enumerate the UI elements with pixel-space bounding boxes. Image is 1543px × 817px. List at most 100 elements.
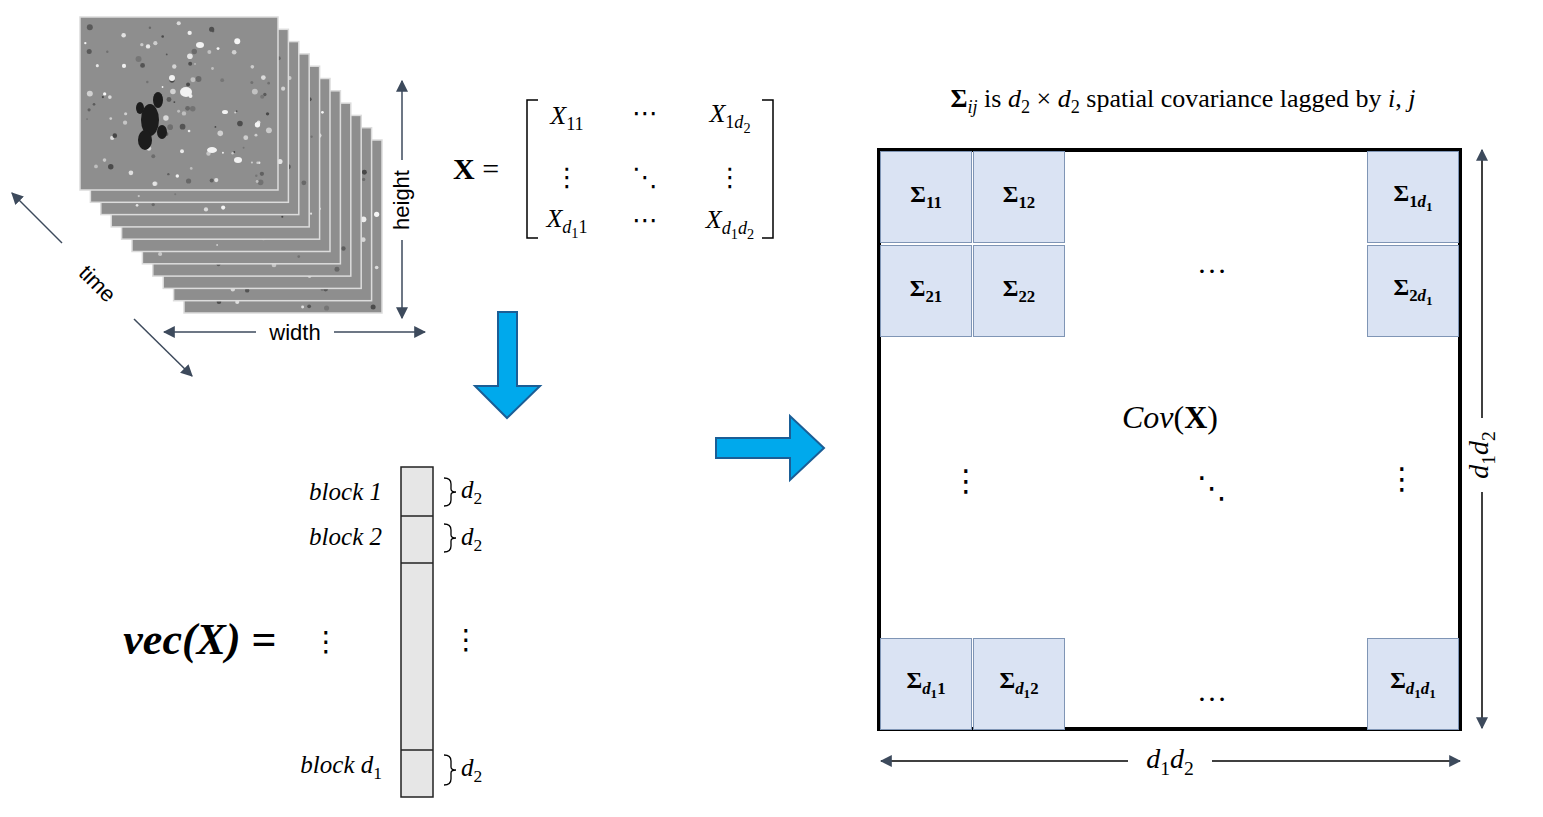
magnetogram-speck <box>255 175 258 178</box>
text-run: d <box>461 476 474 503</box>
block-size: d2 <box>461 754 482 787</box>
ellipsis: ⋮ <box>717 164 743 193</box>
axis-label: height <box>390 167 414 233</box>
text-run: 1 <box>1478 455 1499 465</box>
magnetogram-speck <box>129 170 134 175</box>
text-run: 1 <box>571 225 578 241</box>
magnetogram-speck <box>375 266 379 270</box>
brace <box>444 755 456 785</box>
text-run: 2 <box>743 120 750 136</box>
text-run: height <box>389 170 414 230</box>
block-label: block d1 <box>300 751 382 784</box>
text-run: ) <box>1207 399 1218 435</box>
magnetogram-speck <box>297 255 300 258</box>
covariance-block: Σ1d1 <box>1367 151 1459 243</box>
magnetogram-speck <box>190 77 195 82</box>
text-run: Σ <box>906 667 922 693</box>
magnetogram-speck <box>185 106 190 111</box>
magnetogram-speck <box>188 62 192 66</box>
matrix-name: X = <box>453 152 499 185</box>
magnetogram-speck <box>108 164 113 169</box>
block-divider <box>401 749 433 751</box>
text-run: d <box>461 523 474 550</box>
magnetogram-speck <box>210 178 214 182</box>
brace <box>444 478 456 506</box>
covariance-block: Σ11 <box>880 151 972 243</box>
text-run: 2 <box>1071 97 1080 117</box>
height-arrow <box>401 240 403 318</box>
text-run: 1 <box>725 112 734 132</box>
axis-label: width <box>266 321 323 345</box>
node-label: Σ22 <box>1003 275 1035 306</box>
text-run: time <box>74 260 121 307</box>
magnetogram-speck <box>362 170 367 175</box>
text-run: j <box>1408 84 1415 113</box>
dark-spot <box>153 92 163 108</box>
magnetogram-speck <box>234 38 240 44</box>
magnetogram-speck <box>190 106 195 111</box>
magnetogram-speck <box>152 181 156 185</box>
magnetogram-speck <box>260 172 264 176</box>
magnetogram-speck <box>188 130 191 133</box>
magnetogram-speck <box>84 42 86 44</box>
matrix-entry: X1d2 <box>709 100 750 137</box>
text-run: 11 <box>566 114 584 134</box>
magnetogram-speck <box>186 178 191 183</box>
text-run: d <box>1015 679 1023 698</box>
text-run: d <box>1418 286 1426 305</box>
text-run: 2 <box>1030 679 1038 698</box>
magnetogram-speck <box>166 53 168 55</box>
ellipsis: … <box>1197 246 1227 279</box>
magnetogram-speck <box>256 180 259 183</box>
text-run: 2 <box>474 766 483 786</box>
magnetogram-speck <box>172 64 176 68</box>
text-run: Σ <box>950 84 967 113</box>
text-run: ⋯ <box>632 99 658 128</box>
magnetogram-speck <box>324 305 329 310</box>
magnetogram-speck <box>310 136 312 138</box>
text-run: d <box>562 217 571 237</box>
ellipsis: ⋯ <box>632 100 658 129</box>
magnetogram-speck <box>281 87 285 91</box>
magnetogram-speck <box>204 207 208 211</box>
text-run: , <box>1395 84 1408 113</box>
magnetogram-speck <box>106 50 108 52</box>
text-run: block 1 <box>309 478 382 505</box>
node-label: Σ2d1 <box>1393 274 1432 309</box>
magnetogram-speck <box>321 111 324 114</box>
text-run: X <box>706 205 722 234</box>
magnetogram-speck <box>136 56 142 62</box>
text-run: 1 <box>1409 192 1417 211</box>
covariance-block: Σd1d1 <box>1367 638 1459 730</box>
text-run: 11 <box>926 193 942 212</box>
text-run: 2 <box>474 488 483 508</box>
text-run: Σ <box>1393 274 1409 300</box>
node-label: Σ1d1 <box>1393 180 1432 215</box>
text-run: d <box>922 679 930 698</box>
magnetogram-speck <box>192 49 197 54</box>
frame-background <box>80 17 278 190</box>
bright-spot <box>222 110 228 114</box>
text-run: 1 <box>1414 686 1421 701</box>
magnetogram-speck <box>149 26 151 28</box>
magnetogram-speck <box>173 101 175 103</box>
magnetogram-speck <box>266 112 269 115</box>
node-label: Σd1d1 <box>1390 667 1436 702</box>
ellipsis: ⋮ <box>951 464 981 497</box>
text-run: ⋱ <box>632 163 658 192</box>
ellipsis: … <box>1197 674 1227 707</box>
node-label: Σ12 <box>1003 181 1035 212</box>
text-run: 1 <box>1426 199 1433 214</box>
dark-spot <box>138 130 152 150</box>
bright-spot <box>180 87 192 97</box>
text-run: ij <box>967 97 977 117</box>
text-run: is <box>978 84 1008 113</box>
magnetogram-speck <box>121 33 126 38</box>
text-run: d <box>1418 192 1426 211</box>
text-run: 1 <box>373 763 382 783</box>
block-divider <box>401 562 433 564</box>
magnetogram-speck <box>310 213 312 215</box>
magnetogram-speck <box>177 110 180 113</box>
text-run: … <box>1197 674 1227 707</box>
ellipsis: ⋱ <box>1197 471 1227 504</box>
